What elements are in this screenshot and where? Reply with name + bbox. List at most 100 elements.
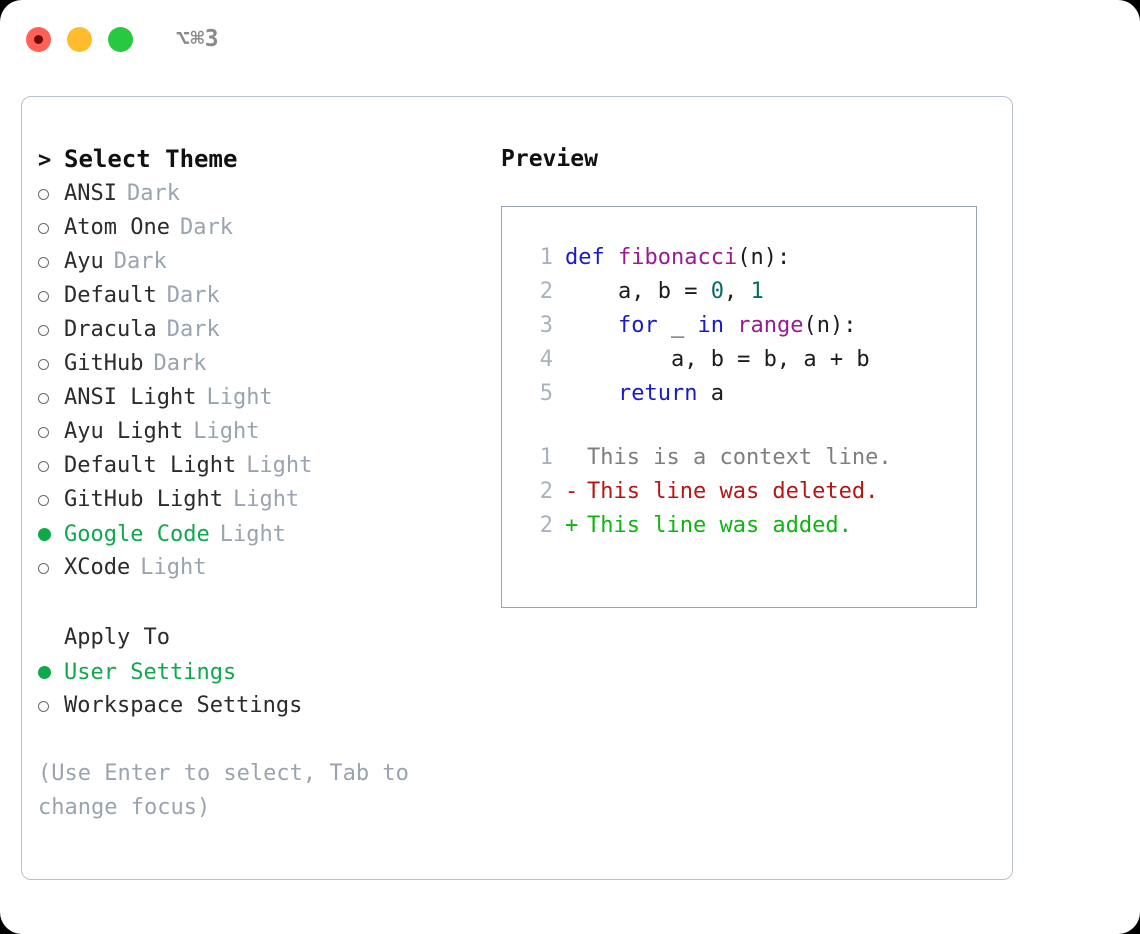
theme-name: GitHub Light [64,487,223,512]
radio-selected-icon[interactable] [38,655,64,689]
radio-dot [38,527,51,541]
radio-unselected-icon[interactable] [38,484,64,518]
line-number: 2 [539,479,553,504]
diff-sign: + [565,513,579,538]
code-token-kw: return [617,381,698,406]
diff-sign [565,445,587,470]
radio-dot [38,563,49,574]
code-line-text: a, b = 0, 1 [565,279,764,304]
code-token-pl: (n): [737,245,791,270]
theme-option-row[interactable]: Atom One Dark [38,211,488,245]
theme-kind-badge: Light [219,521,286,547]
theme-kind-badge: Dark [179,215,233,240]
code-token-pl: a [697,381,724,406]
line-number: 3 [539,313,553,338]
theme-kind-badge: Dark [126,181,180,206]
apply-to-option-label: User Settings [64,659,237,685]
code-line: 4 a, b = b, a + b [523,347,976,381]
line-number: 5 [539,381,553,406]
theme-option-row[interactable]: Ayu Light Light [38,415,488,449]
minimize-button[interactable] [67,26,92,52]
code-token-fn: fibonacci [617,245,738,270]
maximize-button[interactable] [108,26,133,52]
radio-unselected-icon[interactable] [38,348,64,382]
theme-option-row[interactable]: GitHub Light Light [38,483,488,517]
select-theme-header: > Select Theme [38,141,488,177]
radio-dot [38,665,51,679]
theme-option-row[interactable]: Google Code Light [38,517,488,551]
theme-name: ANSI [64,181,117,206]
theme-name: Default [64,283,157,308]
code-token-pl [565,313,618,338]
close-button[interactable] [26,26,51,52]
theme-kind-badge: Light [232,487,300,512]
diff-sign: - [565,479,579,504]
code-token-pl: _ [657,313,698,338]
radio-unselected-icon[interactable] [38,246,64,280]
radio-unselected-icon[interactable] [38,552,64,586]
code-line-text: return a [565,381,724,406]
theme-kind-badge: Dark [113,249,167,274]
theme-kind-badge: Light [193,419,260,444]
radio-unselected-icon[interactable] [38,416,64,450]
apply-to-option-row[interactable]: User Settings [38,655,488,689]
theme-name: Atom One [64,215,170,240]
apply-to-option-label: Workspace Settings [64,693,303,718]
theme-kind-badge: Dark [166,283,220,308]
theme-name: ANSI Light [64,385,197,410]
theme-name: Ayu [64,249,104,274]
radio-selected-icon[interactable] [38,517,64,551]
radio-unselected-icon[interactable] [38,280,64,314]
radio-unselected-icon[interactable] [38,178,64,212]
theme-name: Google Code [64,521,210,547]
code-token-num: 0 [710,279,724,304]
theme-option-row[interactable]: Default Dark [38,279,488,313]
code-line-text: a, b = b, a + b [565,347,870,372]
code-token-pl: (n): [803,313,857,338]
apply-to-label: Apply To [64,625,170,650]
theme-kind-badge: Dark [166,317,220,342]
code-line-text: for _ in range(n): [565,313,856,338]
diff-line: 2-This line was deleted. [523,479,976,513]
theme-option-row[interactable]: Dracula Dark [38,313,488,347]
diff-line: 2+This line was added. [523,513,976,547]
radio-unselected-icon[interactable] [38,382,64,416]
diff-sample: 1 This is a context line.2-This line was… [523,445,976,547]
prompt-caret-icon: > [38,148,52,173]
theme-option-row[interactable]: ANSI Dark [38,177,488,211]
radio-unselected-icon[interactable] [38,450,64,484]
apply-to-option-row[interactable]: Workspace Settings [38,689,488,723]
code-token-kw: in [697,313,724,338]
radio-unselected-icon[interactable] [38,690,64,724]
radio-unselected-icon[interactable] [38,212,64,246]
window-titlebar: ⌥⌘3 [0,0,1140,78]
radio-dot [38,325,49,336]
code-token-kw: for [617,313,658,338]
line-number: 4 [539,347,553,372]
theme-name: XCode [64,555,131,580]
line-number: 1 [539,245,553,270]
code-token-pl: a, b = [565,279,711,304]
diff-line: 1 This is a context line. [523,445,976,479]
radio-dot [38,701,49,712]
code-token-pl: a, b = b, a + b [565,347,870,372]
theme-name: Dracula [64,317,157,342]
radio-unselected-icon[interactable] [38,314,64,348]
radio-dot [38,359,49,370]
keyboard-shortcut-label: ⌥⌘3 [176,26,220,52]
keyboard-hint-text: (Use Enter to select, Tab to change focu… [38,761,409,820]
theme-name: Ayu Light [64,419,184,444]
theme-option-row[interactable]: Ayu Dark [38,245,488,279]
page-title: Select Theme [64,145,238,173]
